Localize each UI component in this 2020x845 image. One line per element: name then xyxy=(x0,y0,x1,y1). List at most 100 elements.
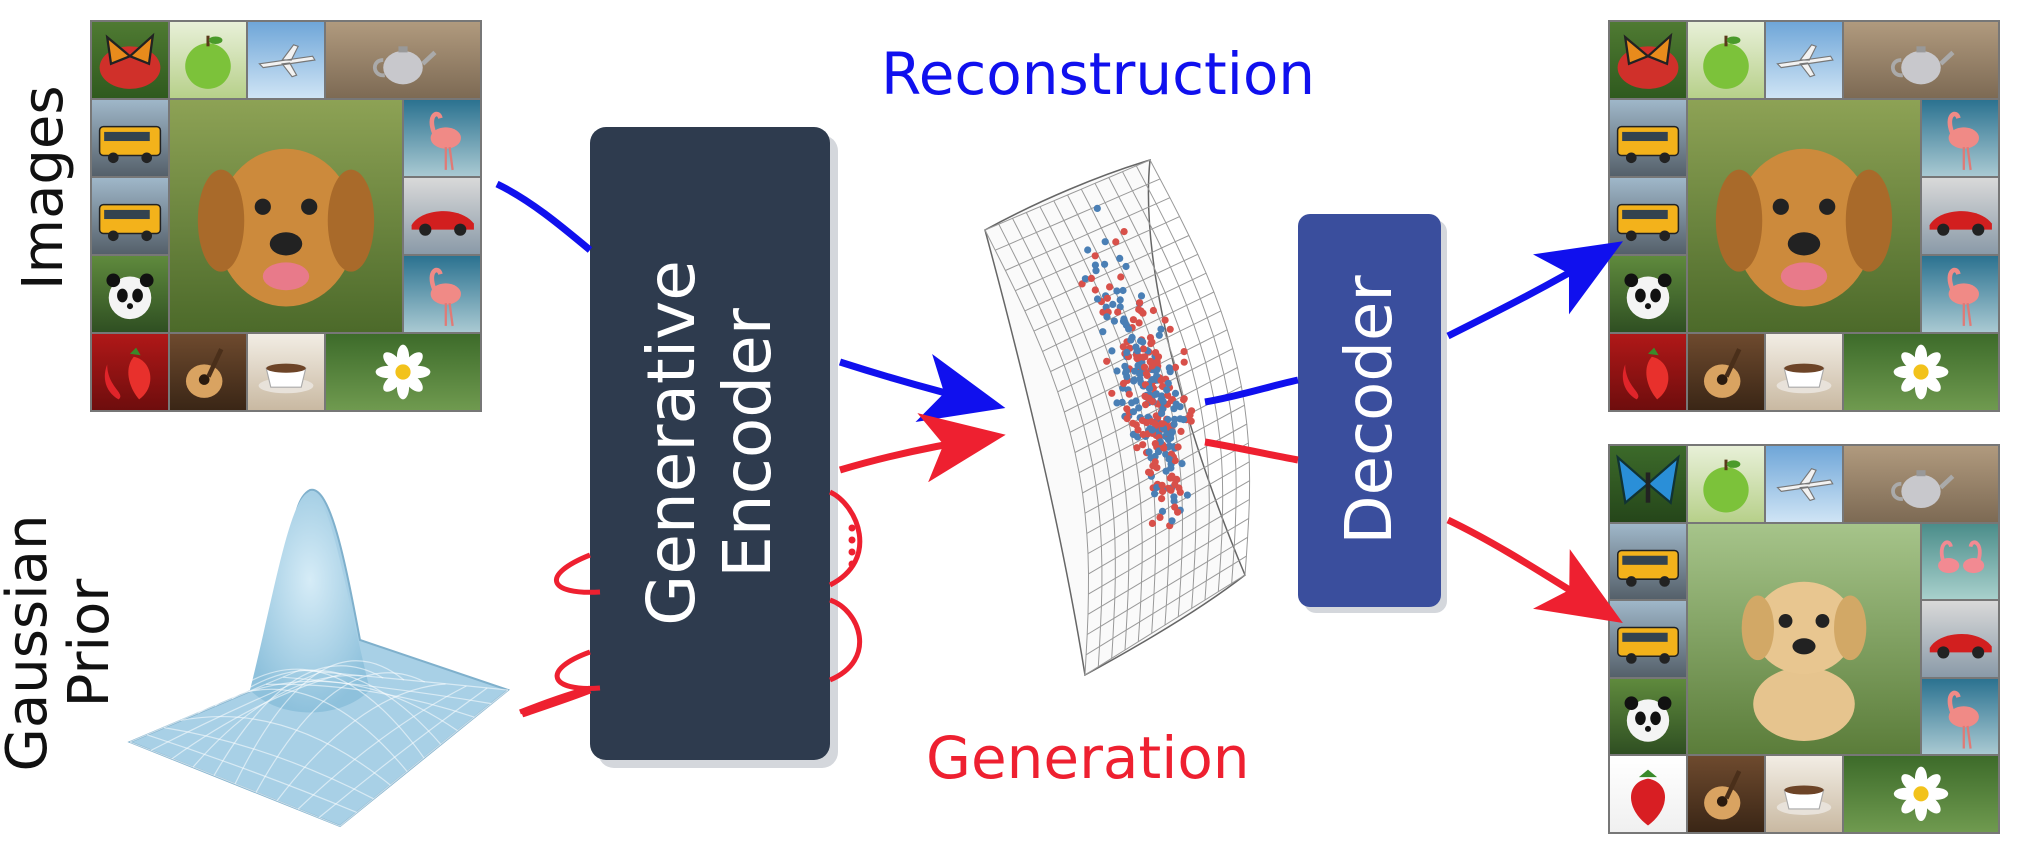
latent-point xyxy=(1146,469,1155,477)
latent-point xyxy=(1167,460,1175,468)
latent-point xyxy=(1146,425,1154,433)
latent-point xyxy=(1151,458,1159,466)
latent-point xyxy=(1126,344,1134,352)
encoder-swirl-dots xyxy=(848,524,856,568)
latent-point xyxy=(1148,380,1156,388)
latent-point xyxy=(1116,296,1124,304)
latent-point xyxy=(1117,273,1125,281)
latent-point xyxy=(1125,325,1133,333)
latent-point xyxy=(1097,298,1105,306)
latent-point xyxy=(1161,444,1169,452)
latent-point xyxy=(1171,480,1179,489)
latent-point xyxy=(1158,495,1166,503)
latent-point xyxy=(1167,464,1175,472)
latent-point xyxy=(1137,369,1145,377)
coffee-cup-image xyxy=(1766,756,1842,832)
latent-point xyxy=(1158,481,1166,489)
latent-point xyxy=(1143,419,1151,427)
latent-point xyxy=(1154,400,1162,408)
latent-point xyxy=(1119,286,1127,295)
latent-point xyxy=(1146,358,1154,366)
daisy-image xyxy=(326,334,480,410)
latent-point xyxy=(1133,347,1141,355)
encoder-to-latent-red-arrow xyxy=(838,413,1006,483)
latent-point xyxy=(1167,434,1175,442)
latent-point xyxy=(1166,522,1174,530)
latent-point xyxy=(1145,448,1153,456)
latent-point xyxy=(1113,367,1121,375)
airplane-image xyxy=(1766,22,1842,98)
latent-point xyxy=(1153,480,1162,488)
latent-point xyxy=(1147,340,1155,348)
latent-point xyxy=(1093,295,1102,303)
latent-point xyxy=(1125,390,1133,398)
latent-point xyxy=(1110,317,1118,325)
latent-point xyxy=(1170,493,1178,501)
latent-point xyxy=(1168,472,1176,480)
latent-point xyxy=(1134,355,1142,363)
latent-point xyxy=(1149,462,1157,470)
latent-point xyxy=(1167,486,1175,494)
latent-point xyxy=(1143,371,1151,379)
latent-point xyxy=(1128,333,1136,341)
latent-point xyxy=(1174,508,1182,516)
reconstruction-title: Reconstruction xyxy=(881,40,1316,108)
latent-point xyxy=(1164,484,1172,492)
latent-point xyxy=(1119,343,1127,351)
latent-point xyxy=(1158,425,1166,433)
latent-point xyxy=(1164,436,1173,444)
latent-point xyxy=(1146,334,1155,342)
latent-point xyxy=(1174,443,1182,451)
latent-point xyxy=(1153,423,1162,432)
latent-point xyxy=(1122,367,1130,375)
golden-retriever-image xyxy=(170,100,402,332)
latent-point xyxy=(1131,367,1139,375)
decoder-to-generated-arrow xyxy=(1446,516,1623,624)
latent-point xyxy=(1152,431,1160,440)
latent-point xyxy=(1119,317,1128,325)
latent-point xyxy=(1167,396,1176,405)
latent-point xyxy=(1150,391,1158,399)
latent-point xyxy=(1101,260,1109,268)
latent-point xyxy=(1138,364,1146,372)
decoder-label: Decoder xyxy=(1333,275,1407,545)
flamingo-image xyxy=(1922,678,1998,755)
flamingos-image xyxy=(1922,523,1998,600)
latent-point xyxy=(1137,337,1145,345)
latent-point xyxy=(1140,363,1149,371)
latent-point xyxy=(1137,292,1146,300)
latent-point xyxy=(1113,399,1121,407)
latent-point xyxy=(1165,442,1173,450)
latent-point xyxy=(1135,305,1143,314)
latent-point xyxy=(1141,353,1149,361)
latent-point xyxy=(1142,391,1151,399)
latent-point xyxy=(1171,444,1179,452)
latent-point xyxy=(1155,434,1163,442)
latent-point xyxy=(1154,413,1162,421)
latent-point xyxy=(1162,467,1170,475)
latent-point xyxy=(1132,351,1141,359)
latent-point xyxy=(1114,308,1122,316)
latent-point xyxy=(1153,483,1161,492)
latent-point xyxy=(1148,376,1156,384)
latent-point xyxy=(1154,426,1162,434)
latent-point xyxy=(1168,428,1176,436)
school-bus-image xyxy=(92,100,168,176)
latent-point xyxy=(1122,369,1130,377)
latent-point xyxy=(1152,390,1160,398)
latent-point xyxy=(1160,420,1168,429)
latent-point xyxy=(1138,336,1146,344)
latent-point xyxy=(1123,348,1131,356)
latent-point xyxy=(1139,309,1147,317)
latent-manifold xyxy=(984,158,1251,677)
flamingo-image xyxy=(404,100,480,176)
latent-point xyxy=(1148,395,1156,403)
latent-point xyxy=(1169,453,1177,461)
latent-point xyxy=(1148,426,1156,434)
latent-point xyxy=(1102,292,1110,300)
latent-point xyxy=(1144,347,1152,355)
red-sports-car-image xyxy=(1922,601,1998,677)
latent-point xyxy=(1135,404,1143,412)
latent-point xyxy=(1136,414,1144,422)
latent-point xyxy=(1171,389,1180,397)
